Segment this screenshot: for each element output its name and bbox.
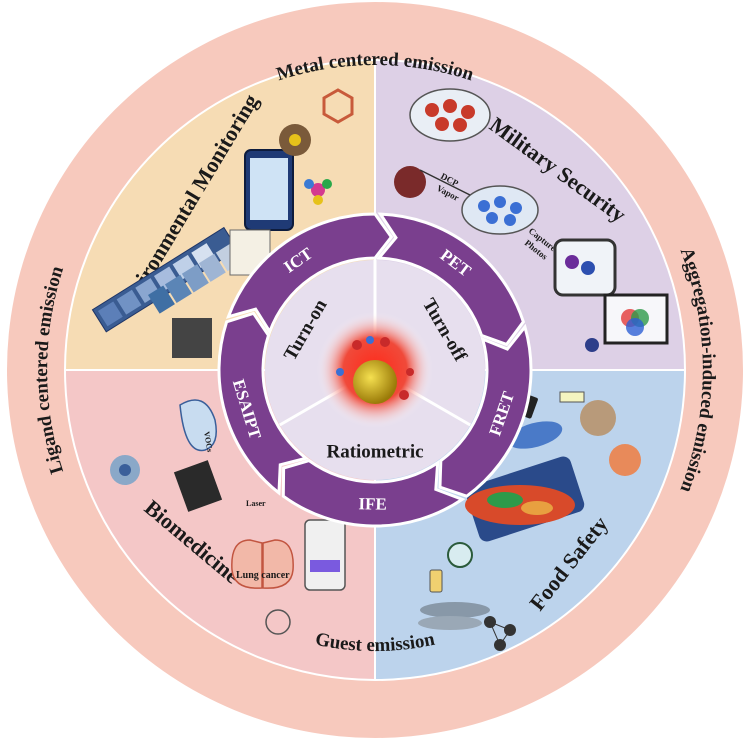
fish-icon [420,602,490,618]
color-picker-phone-icon [304,519,346,591]
mechanism-ring [217,212,533,528]
mechanism-label-ife: IFE [358,494,387,513]
capsule-icon-2 [461,185,539,235]
center-emission-icon [317,312,433,428]
shrimp-icon [580,400,616,436]
film-icon [507,421,563,449]
bio-small-label-lung-cancer: Lung cancer [236,570,290,581]
framework-icon [265,609,291,635]
test-strip-icon [91,226,239,333]
smartphone-screen-icon [250,158,288,220]
food-plate-icon [465,485,575,525]
mechanism-segment-esaipt [217,311,310,496]
bio-small-label-laser: Laser [246,499,266,508]
shrimp-icon-2 [609,444,641,476]
bacteria-icon [447,542,473,568]
instrument-icon [172,318,212,358]
bio-small-label-vocs: VOCs [202,431,214,453]
military-illustrations: DCP Vapor Capture Photos [394,88,669,352]
mechanism-segment-fret [438,323,533,498]
mechanism-segment-pet [375,212,526,347]
test-tape-icon [559,391,585,403]
biomedicine-illustrations: Laser VOCs Lung cancer [110,399,346,635]
environmental-illustrations [91,88,354,358]
inner-disk-border [64,59,686,681]
mechanism-segment-ife [281,458,466,528]
laser-device-icon [173,460,223,512]
capsule-icon [409,88,491,142]
mechanism-segment-ict [226,212,394,336]
molecule-icon [585,338,599,352]
crystal-icon [394,166,426,198]
vial-icon [429,569,443,593]
spray-icon [179,399,217,452]
hexagon-molecule-icon [322,88,354,124]
nanoparticle-core-icon [353,360,397,404]
food-illustrations [418,391,641,651]
metal-node-icon [311,183,325,197]
mode-label-ratiometric: Ratiometric [326,442,423,463]
lungs-icon [231,539,294,589]
